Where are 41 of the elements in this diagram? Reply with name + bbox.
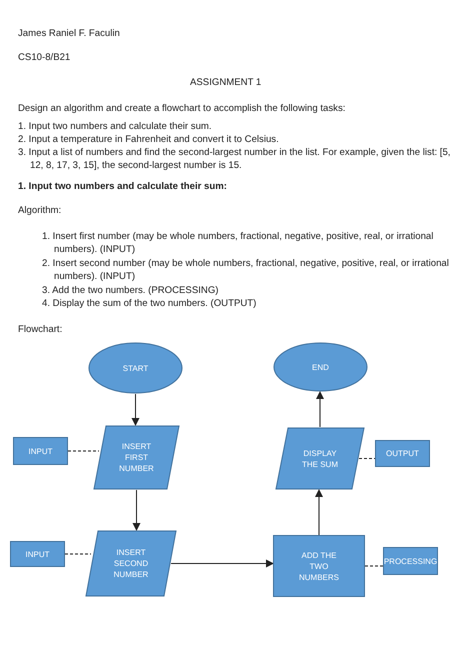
arrow (316, 391, 324, 428)
text-line: Flowchart: (18, 323, 64, 336)
node-label: DISPLAY THE SUM (301, 448, 339, 470)
node-label: INSERT FIRST NUMBER (118, 441, 155, 474)
text-line: CS10-8/B21 (18, 51, 72, 64)
heading: ASSIGNMENT 1 (190, 76, 262, 89)
list-item: 4. Display the sum of the two numbers. (OUTPUT) (42, 297, 258, 310)
process-box (273, 535, 365, 597)
input-parallelogram (85, 530, 177, 597)
annotation-box (13, 437, 68, 465)
end-ellipse (273, 342, 368, 392)
annotation-box (10, 541, 65, 567)
node-label: INSERT SECOND NUMBER (112, 547, 150, 580)
arrow (170, 560, 274, 568)
annotation-box (375, 440, 430, 467)
dashed-connector (358, 458, 376, 459)
list-item: 1. Input two numbers and calculate their sum. (18, 120, 213, 133)
dashed-connector (68, 450, 100, 452)
node-label: OUTPUT (385, 448, 420, 459)
text-line: Algorithm: (18, 204, 62, 217)
text-line: James Raniel F. Faculin (18, 27, 121, 40)
node-label: ADD THE TWO NUMBERS (298, 550, 340, 582)
list-item: 2. Insert second number (may be whole numbers, fractional, negative, positive, real, or irrational numbers). (INPUT) (42, 257, 450, 283)
node-label: INPUT (28, 446, 54, 456)
start-ellipse (88, 342, 183, 394)
annotation-box (383, 547, 438, 575)
heading: 1. Input two numbers and calculate their sum: (18, 180, 228, 193)
node-label: START (122, 362, 150, 374)
node-label: PROCESSING (382, 556, 438, 566)
input-parallelogram (93, 425, 180, 490)
arrow (132, 394, 140, 426)
text-line: Design an algorithm and create a flowchart to accomplish the following tasks: (18, 102, 346, 115)
output-parallelogram (275, 427, 365, 490)
list-item: 3. Add the two numbers. (PROCESSING) (42, 284, 220, 297)
list-item: 3. Input a list of numbers and find the second-largest number in the list. For example, given the list: [5, 12, 8, 17, 3, 15], the second-largest number is 15. (18, 146, 452, 172)
list-item: 2. Input a temperature in Fahrenheit and convert it to Celsius. (18, 133, 280, 146)
node-label: END (311, 362, 330, 372)
node-label: INPUT (24, 548, 50, 560)
list-item: 1. Insert first number (may be whole numbers, fractional, negative, positive, real, or irrational numbers). (INPUT) (42, 230, 434, 256)
arrow (315, 489, 323, 536)
arrow (132, 490, 140, 531)
